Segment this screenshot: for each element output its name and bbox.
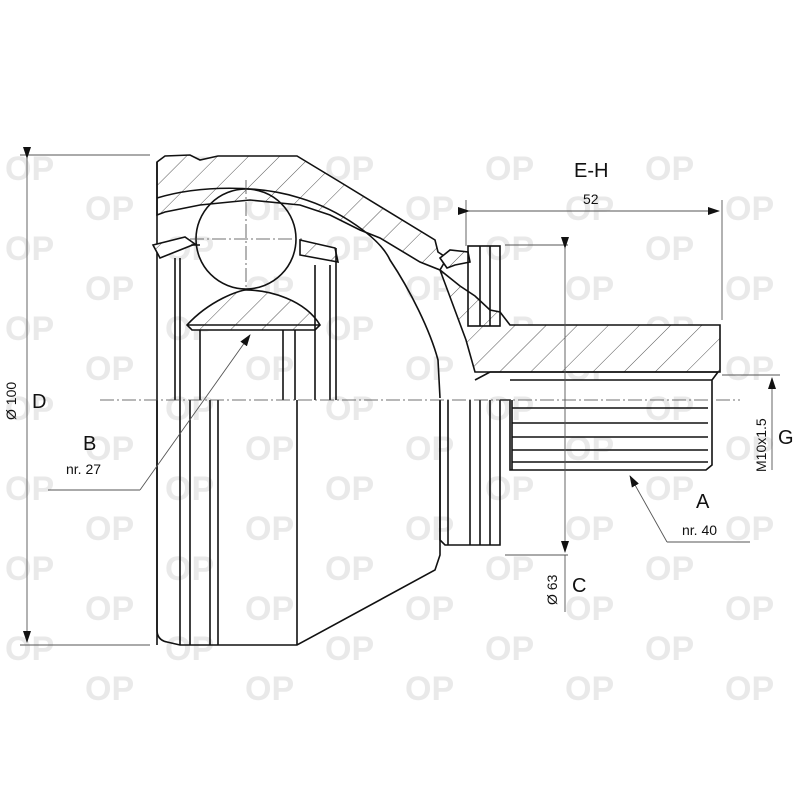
watermark-text: OP: [645, 230, 694, 268]
watermark-text: OP: [85, 590, 134, 628]
watermark-text: OP: [725, 270, 774, 308]
watermark-text: OP: [85, 270, 134, 308]
dimension-eh: E-H 52: [458, 160, 723, 320]
watermark-text: OP: [645, 550, 694, 588]
watermark-text: OP: [5, 310, 54, 348]
watermark-text: OP: [405, 590, 454, 628]
watermark-text: OP: [485, 230, 534, 268]
dimension-d-value: Ø 100: [3, 382, 19, 420]
label-c: C: [572, 575, 586, 597]
watermark-text: OP: [485, 550, 534, 588]
watermark-text: OP: [645, 470, 694, 508]
watermark-text: OP: [245, 590, 294, 628]
watermark-text: OP: [325, 470, 374, 508]
watermark-text: OP: [405, 190, 454, 228]
stub-shaft: [474, 371, 720, 471]
watermark-text: OP: [325, 550, 374, 588]
watermark-text: OP: [565, 670, 614, 708]
lower-body: [156, 400, 501, 646]
watermark-text: OP: [565, 510, 614, 548]
watermark-text: OP: [245, 430, 294, 468]
watermark-text: OP: [85, 510, 134, 548]
watermark-text: OP: [405, 670, 454, 708]
label-a: A: [696, 491, 710, 513]
dimension-g-value: M10x1.5: [753, 418, 769, 472]
watermark-text: OP: [725, 190, 774, 228]
watermark-text: OP: [325, 310, 374, 348]
label-b: B: [83, 433, 96, 455]
callout-a: A nr. 40: [629, 475, 750, 543]
ball-bearing: [190, 180, 302, 298]
watermark-text: OP: [565, 590, 614, 628]
watermark-text: OP: [405, 430, 454, 468]
watermark-text: OP: [85, 350, 134, 388]
watermark-text: OP: [485, 150, 534, 188]
watermark-text: OP: [725, 350, 774, 388]
label-b-value: nr. 27: [66, 461, 101, 477]
watermark-text: OP: [5, 230, 54, 268]
callout-b: B nr. 27: [48, 334, 251, 491]
watermark-text: OP: [85, 190, 134, 228]
watermark-text: OP: [325, 630, 374, 668]
dimension-c: Ø 63 C: [505, 237, 586, 612]
watermark-text: OP: [325, 390, 374, 428]
label-g: G: [778, 427, 794, 449]
watermark-text: OP: [245, 510, 294, 548]
watermark-text: OP: [725, 430, 774, 468]
watermark-text: OP: [5, 150, 54, 188]
watermark-text: OP: [725, 590, 774, 628]
label-eh: E-H: [574, 160, 608, 182]
watermark-text: OP: [485, 630, 534, 668]
watermark-text: OP: [565, 270, 614, 308]
label-d: D: [32, 391, 46, 413]
watermark-text: OP: [645, 150, 694, 188]
watermark-text: OP: [245, 670, 294, 708]
watermark-text: OP: [245, 350, 294, 388]
watermark-text: OP: [645, 630, 694, 668]
watermark-layer: OP OP OP OP OP OP OP OP OP OP OP OP OP OP OP OP OP OP OP OP…: [5, 150, 774, 708]
dimension-g: M10x1.5 G: [722, 374, 794, 472]
watermark-text: OP: [645, 390, 694, 428]
label-a-value: nr. 40: [682, 522, 717, 538]
seal-ring: [438, 245, 501, 327]
inner-walls-upper: [174, 248, 337, 400]
dimension-d: Ø 100 D: [3, 147, 150, 646]
dimension-c-value: Ø 63: [544, 574, 560, 605]
watermark-text: OP: [5, 470, 54, 508]
label-eh-value: 52: [583, 191, 599, 207]
watermark-text: OP: [485, 470, 534, 508]
watermark-text: OP: [5, 550, 54, 588]
watermark-text: OP: [85, 430, 134, 468]
watermark-text: OP: [405, 350, 454, 388]
watermark-text: OP: [85, 670, 134, 708]
inner-race: [185, 289, 322, 331]
watermark-text: OP: [405, 510, 454, 548]
watermark-text: OP: [725, 670, 774, 708]
watermark-text: OP: [5, 630, 54, 668]
